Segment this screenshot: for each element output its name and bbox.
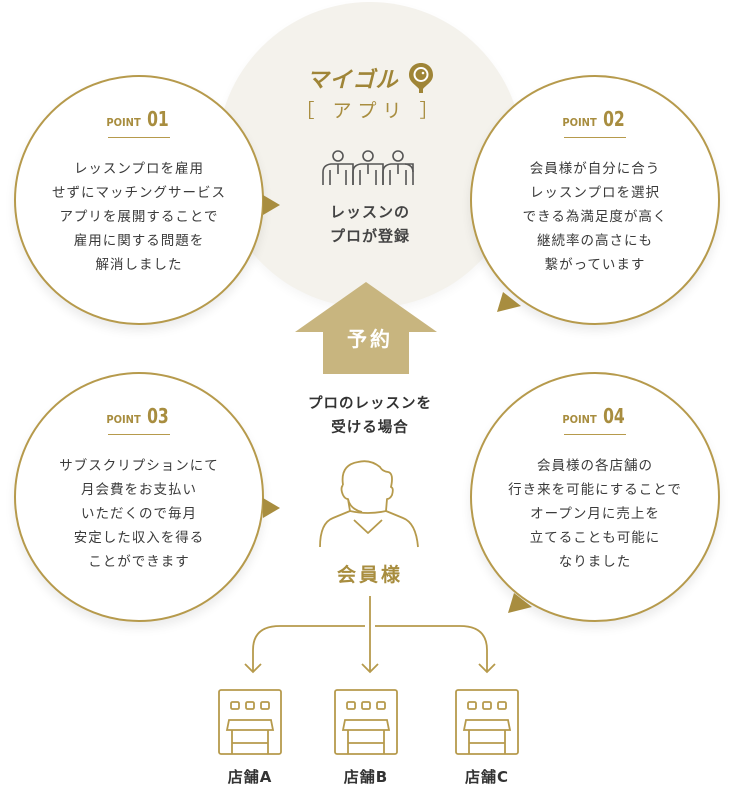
pros-line-2: プロが登録 [329,227,410,245]
store-icon-b [334,689,398,755]
store-b-label: 店舗B [343,768,389,786]
app-logo: マイゴル [0,62,740,94]
point-03-pointer [263,498,280,518]
pros-line-1: レッスンの [329,203,410,221]
store-a-label: 店舗A [227,768,273,786]
point-02-text: 会員様が自分に合う レッスンプロを選択 できる為満足度が高く 継続率の高さにも … [522,161,668,273]
member-label: 会員様 [336,564,403,586]
point-02-rule [564,137,626,138]
app-label: ［ アプリ ］ [295,100,445,122]
store-c-label: 店舗C [464,768,509,786]
point-02-heading: POINT 02 [562,107,625,131]
logo-text: マイゴル [306,68,399,93]
point-01-rule [108,137,170,138]
map-pin-golf-ball-icon [408,63,433,93]
app-background-circle [217,2,523,308]
point-04-text: 会員様の各店舗の 行き来を可能にすることで オープン月に売上を 立てることも可能… [508,458,682,570]
point-04-pointer [508,593,532,613]
lesson-case-text: プロのレッスンを 受ける場合 [0,392,740,440]
point-03-text: サブスクリプションにて 月会費をお支払い いただくので毎月 安定した収入を得る … [59,458,219,570]
point-03-bubble: POINT 03 サブスクリプションにて 月会費をお支払い いただくので毎月 安… [14,372,264,622]
point-04-bubble: POINT 04 会員様の各店舗の 行き来を可能にすることで オープン月に売上を… [470,372,720,622]
person-icon [319,460,419,548]
point-01-pointer [263,195,280,215]
point-04-rule [564,434,626,435]
reserve-label: 予約 [347,327,393,351]
store-icon-a [218,689,282,755]
point-03-heading: POINT 03 [106,404,169,428]
point-03-rule [108,434,170,435]
branch-arrows [244,596,496,674]
case-line-2: 受ける場合 [331,420,409,436]
point-01-text: レッスンプロを雇用 せずにマッチングサービス アプリを展開することで 雇用に関す… [52,161,226,273]
point-04-heading: POINT 04 [562,404,625,428]
case-line-1: プロのレッスンを [308,396,432,412]
point-02-bubble: POINT 02 会員様が自分に合う レッスンプロを選択 できる為満足度が高く … [470,75,720,325]
store-icon-c [455,689,519,755]
point-02-pointer [497,292,521,312]
three-people-icon [322,150,414,185]
point-01-bubble: POINT 01 レッスンプロを雇用 せずにマッチングサービス アプリを展開する… [14,75,264,325]
point-01-heading: POINT 01 [106,107,169,131]
reserve-up-arrow [295,282,437,374]
pros-registered-text: レッスンの プロが登録 [0,200,740,248]
